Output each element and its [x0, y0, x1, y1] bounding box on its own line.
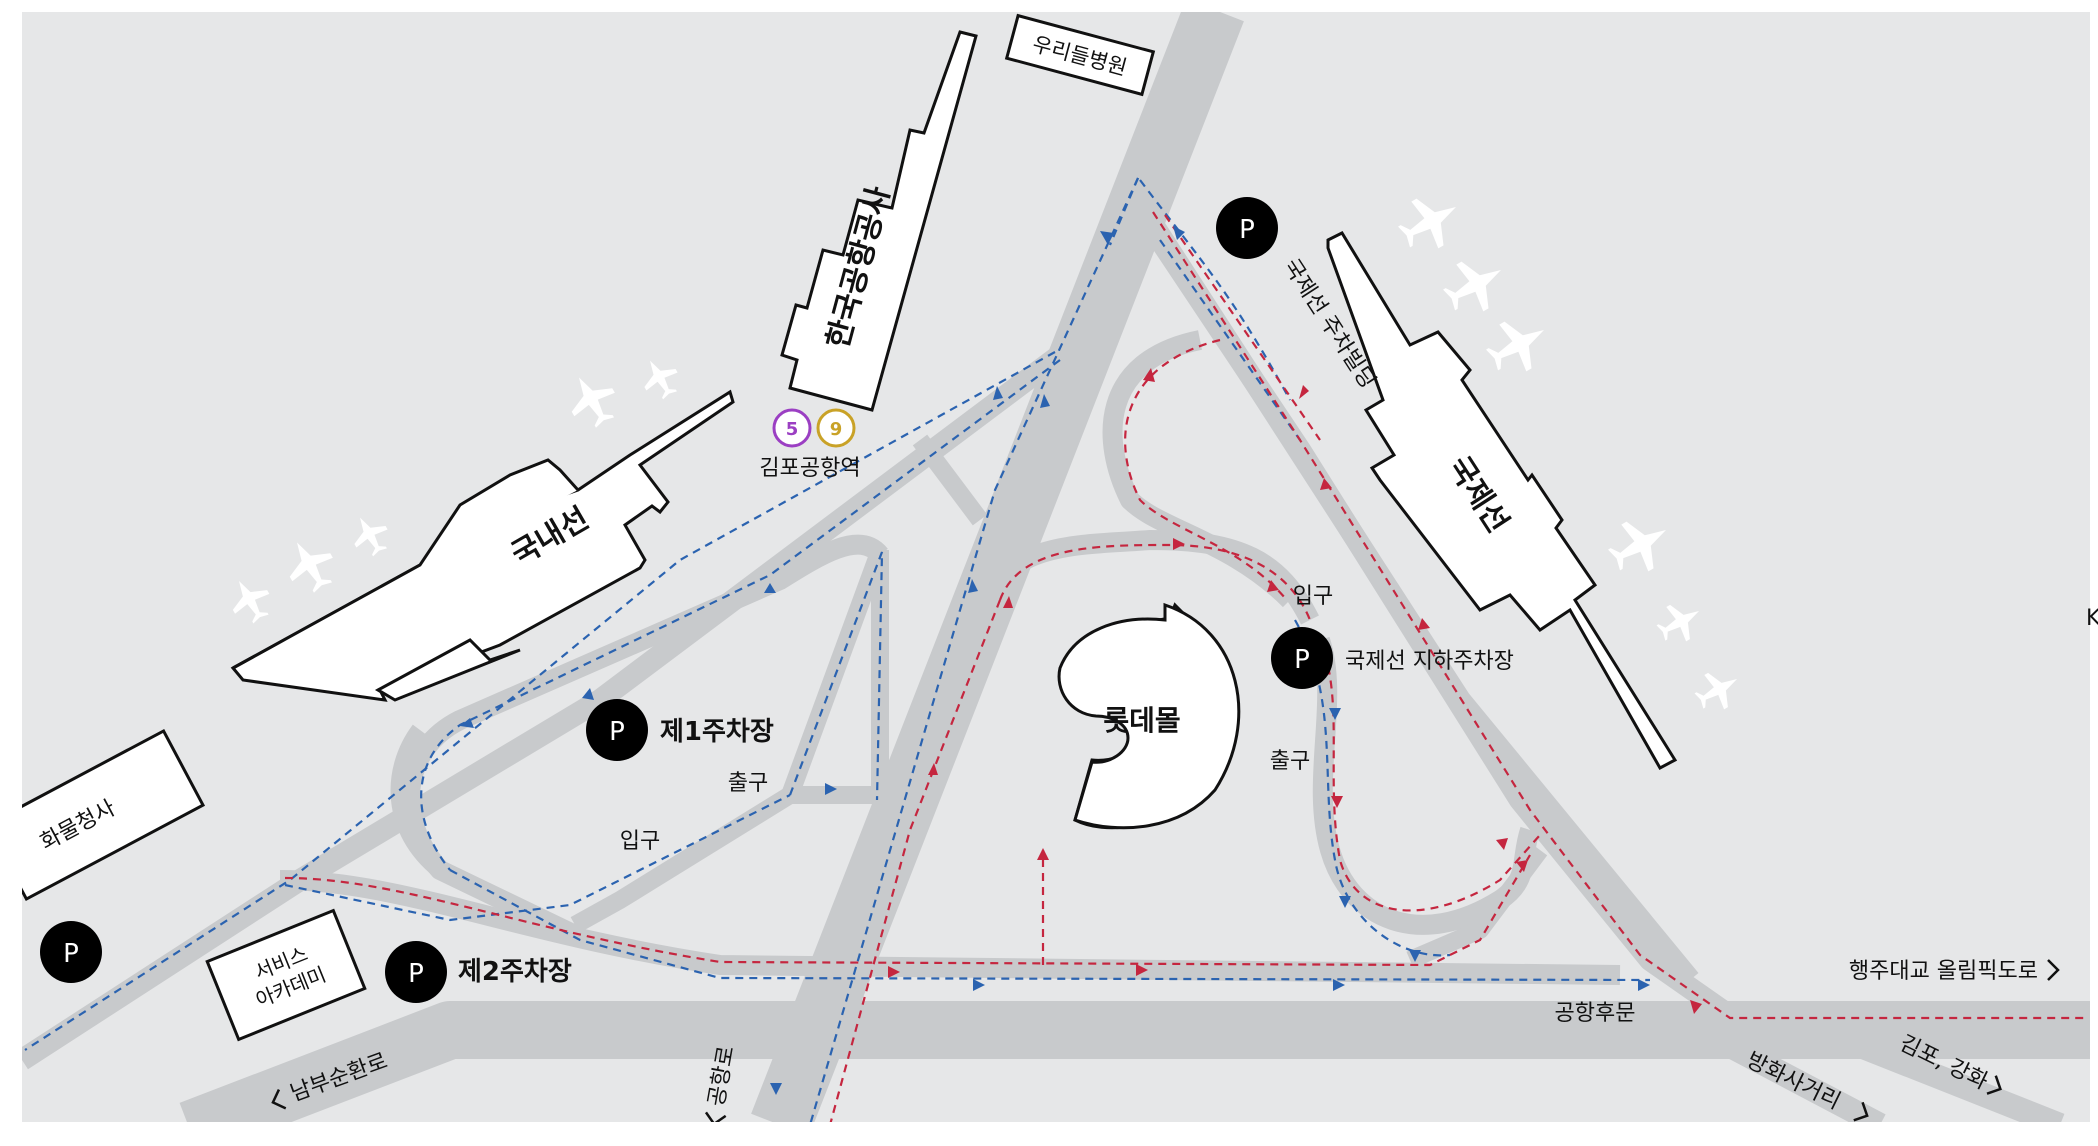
- airplane-icon: [232, 580, 270, 624]
- red-routes: [284, 211, 2085, 1122]
- airplane-icon: [1486, 321, 1544, 372]
- map-background: [22, 12, 2090, 1122]
- airplane-icon: [1443, 261, 1501, 312]
- parking-icon: P: [586, 699, 648, 761]
- blue-routes: [24, 177, 1651, 1122]
- chevron-left-icon: [271, 1089, 287, 1110]
- svg-text:9: 9: [830, 419, 843, 440]
- subway-line-icon: 9: [816, 408, 856, 448]
- route-arrows: [460, 226, 1702, 1095]
- entrance-label-1: 입구: [620, 829, 660, 854]
- airplane-icon: [1398, 198, 1456, 249]
- svg-text:5: 5: [786, 419, 799, 440]
- airplane-icon: [289, 542, 333, 593]
- parking-markers: P P P P P: [40, 197, 1333, 1003]
- rear-gate-label: 공항후문: [1555, 1001, 1636, 1026]
- svg-text:P: P: [408, 959, 424, 989]
- svg-text:P: P: [63, 939, 79, 969]
- hospital-building: 우리들병원: [1004, 13, 1156, 97]
- airplane-icon: [571, 377, 615, 428]
- airplane-icon: [1608, 521, 1666, 572]
- airplane-icon: [1694, 672, 1738, 710]
- parking-icon: P: [1271, 627, 1333, 689]
- svg-text:P: P: [609, 717, 625, 747]
- service-academy-building: 서비스 아카데미: [205, 908, 367, 1042]
- chevron-right-icon: [1986, 1075, 2002, 1095]
- airplane-icon: [1656, 604, 1700, 642]
- parking-icon: P: [385, 941, 447, 1003]
- station-label: 김포공항역: [759, 456, 860, 481]
- chevron-left-icon: [704, 1111, 727, 1122]
- airplane-icon: [354, 517, 388, 557]
- subway-line-icon: 5: [772, 408, 812, 448]
- parking-lot1-label: 제1주차장: [660, 717, 774, 747]
- buildings: 한국공항공사 우리들병원 국내선 국제선 롯데몰 화물청사: [22, 13, 1678, 1042]
- kac-building: [780, 30, 978, 412]
- edge-text-fragment: K: [2086, 606, 2098, 631]
- parking-lot2-label: 제2주차장: [458, 957, 572, 987]
- svg-text:P: P: [1294, 645, 1310, 675]
- haengju-direction-label: 행주대교 올림픽도로: [1849, 959, 2038, 984]
- parking-icon: P: [1216, 197, 1278, 259]
- exit-label-1: 출구: [728, 771, 768, 796]
- subway-station: 5 9 김포공항역: [759, 408, 861, 481]
- airplane-icons: [232, 198, 1738, 710]
- intl-underground-parking-label: 국제선 지하주차장: [1345, 649, 1514, 674]
- svg-text:P: P: [1239, 215, 1255, 245]
- exit-label-2: 출구: [1270, 749, 1310, 774]
- lotte-label: 롯데몰: [1103, 704, 1180, 737]
- airplane-icon: [644, 360, 678, 400]
- chevron-right-icon: [1853, 1101, 1869, 1122]
- cargo-building: 화물청사: [22, 728, 206, 902]
- parking-icon: P: [40, 921, 102, 983]
- international-terminal: [1326, 231, 1678, 771]
- entrance-label-2: 입구: [1293, 584, 1333, 609]
- chevron-right-icon: [2047, 959, 2060, 981]
